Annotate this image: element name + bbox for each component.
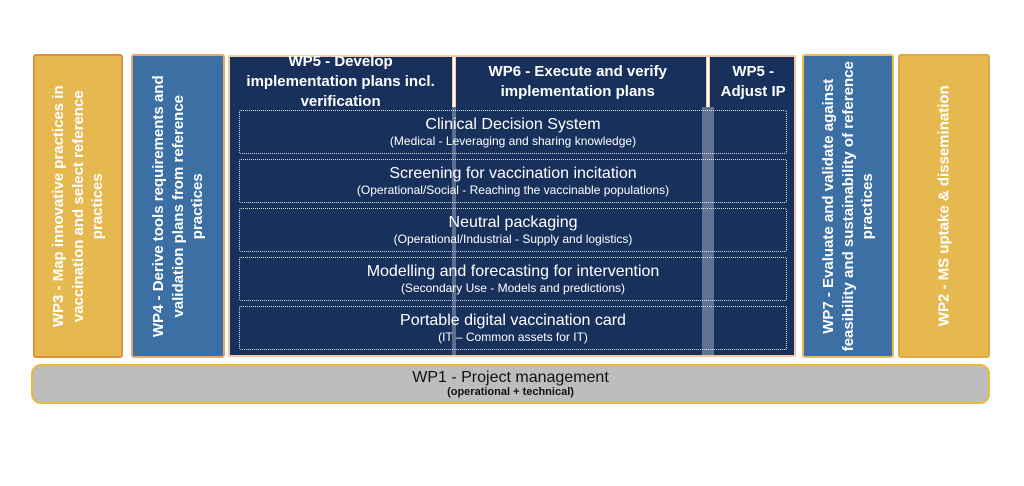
- phase-header-row: WP5 - Develop implementation plans incl.…: [230, 52, 794, 111]
- bar-subtitle: (Medical - Leveraging and sharing knowle…: [389, 134, 637, 148]
- column-wp4-label: WP4 - Derive tools requirements and vali…: [149, 75, 206, 337]
- divider-wp5-wp6: [452, 57, 456, 355]
- bar-title: Clinical Decision System: [425, 115, 601, 133]
- bar-clinical-decision-system: Clinical Decision System (Medical - Leve…: [239, 110, 787, 154]
- bar-title: Neutral packaging: [448, 213, 578, 231]
- header-wp6-execute: WP6 - Execute and verify implementation …: [488, 62, 667, 100]
- bar-subtitle: (IT – Common assets for IT): [438, 330, 588, 344]
- bar-subtitle: (Operational/Social - Reaching the vacci…: [356, 183, 670, 197]
- bar-subtitle: (Operational/Industrial - Supply and log…: [393, 232, 633, 246]
- bar-subtitle: (Secondary Use - Models and predictions): [400, 281, 626, 295]
- bar-title: Portable digital vaccination card: [400, 311, 626, 329]
- bar-portable-digital-vaccination-card: Portable digital vaccination card (IT – …: [239, 306, 787, 350]
- column-wp7: WP7 - Evaluate and validate against feas…: [802, 54, 894, 358]
- bar-modelling-forecasting-intervention: Modelling and forecasting for interventi…: [239, 257, 787, 301]
- bar-title: Modelling and forecasting for interventi…: [366, 262, 660, 280]
- footer-title: WP1 - Project management: [412, 368, 609, 386]
- bar-screening-vaccination-incitation: Screening for vaccination incitation (Op…: [239, 159, 787, 203]
- center-panel: WP5 - Develop implementation plans incl.…: [228, 52, 796, 357]
- footer-wp1-project-management: WP1 - Project management (operational + …: [31, 364, 990, 404]
- column-wp2: WP2 - MS uptake & dissemination: [898, 54, 990, 358]
- column-wp7-label: WP7 - Evaluate and validate against feas…: [819, 60, 876, 352]
- column-wp3: WP3 - Map innovative practices in vaccin…: [33, 54, 123, 358]
- column-wp4: WP4 - Derive tools requirements and vali…: [131, 54, 225, 358]
- header-wp5-adjust: WP5 - Adjust IP: [720, 62, 786, 100]
- header-wp5-develop: WP5 - Develop implementation plans incl.…: [246, 52, 435, 111]
- workstream-bars: Clinical Decision System (Medical - Leve…: [239, 110, 787, 355]
- column-wp2-label: WP2 - MS uptake & dissemination: [935, 85, 953, 327]
- bar-neutral-packaging: Neutral packaging (Operational/Industria…: [239, 208, 787, 252]
- bar-title: Screening for vaccination incitation: [389, 164, 637, 182]
- divider-wp6-wp5adjust: [702, 57, 714, 355]
- column-wp3-label: WP3 - Map innovative practices in vaccin…: [49, 85, 106, 327]
- footer-subtitle: (operational + technical): [447, 386, 574, 399]
